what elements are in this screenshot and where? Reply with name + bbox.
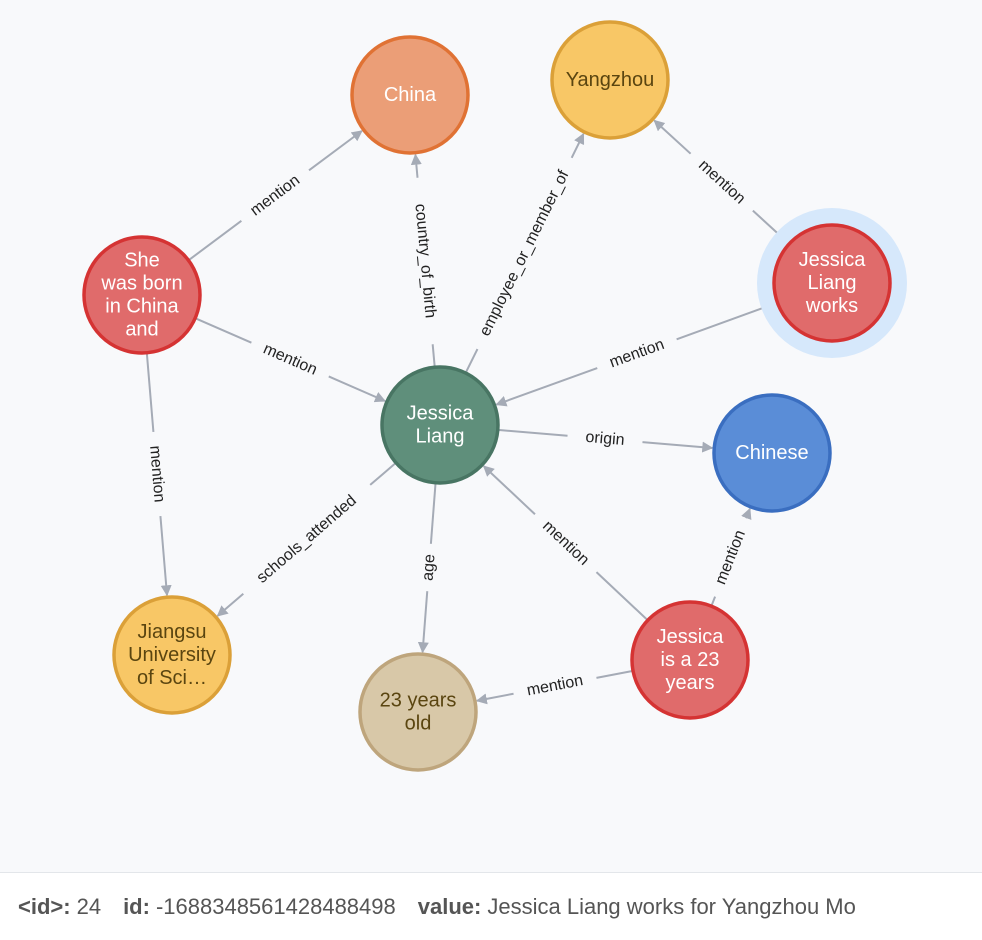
property-key: id: xyxy=(123,893,150,919)
relationship-employee-or-member-of[interactable]: employee_or_member_of xyxy=(464,132,585,374)
relationship-arrow xyxy=(482,465,536,516)
relationship-mention[interactable]: mention xyxy=(495,301,778,407)
relationship-schools-attended[interactable]: schools_attended xyxy=(216,462,397,617)
relationship-label: age xyxy=(420,553,439,581)
relationship-label: employee_or_member_of xyxy=(477,167,573,339)
node-yangzhou[interactable]: Yangzhou xyxy=(550,20,670,140)
relationship-mention[interactable]: mention xyxy=(710,507,752,607)
relationship-line xyxy=(145,352,155,433)
relationship-label: schools_attended xyxy=(254,492,360,587)
relationship-line xyxy=(194,317,252,344)
relationship-label: mention xyxy=(712,528,749,587)
property-value: -1688348561428488498 xyxy=(155,893,396,919)
relationship-arrow xyxy=(495,367,598,407)
relationship-arrow xyxy=(328,375,387,403)
property-key: value: xyxy=(417,893,482,919)
relationship-line xyxy=(369,462,397,486)
relationship-arrow xyxy=(308,130,363,172)
relationship-line xyxy=(596,669,634,679)
node-circle xyxy=(358,652,478,772)
property-key: <id>: xyxy=(18,893,71,919)
graph-svg[interactable]: mention country_of_birth employee_or_membe… xyxy=(0,0,982,872)
relationship-age[interactable]: age xyxy=(417,482,439,654)
graph-canvas[interactable]: mention country_of_birth employee_or_membe… xyxy=(0,0,982,872)
node-circle xyxy=(82,235,202,355)
relationship-label: mention xyxy=(695,157,748,208)
relationship-country-of-birth[interactable]: country_of_birth xyxy=(410,153,439,368)
relationship-line xyxy=(431,344,436,368)
relationship-arrow xyxy=(216,593,244,617)
node-circle xyxy=(350,35,470,155)
relationship-mention[interactable]: mention xyxy=(475,669,634,705)
relationship-arrow xyxy=(475,692,514,705)
relationship-label: country_of_birth xyxy=(411,203,438,319)
relationship-arrow xyxy=(410,153,422,178)
relationship-line xyxy=(595,571,649,622)
relationship-mention[interactable]: mention xyxy=(145,352,172,597)
relationship-arrow xyxy=(642,441,714,453)
property-internal-id: <id>: 24 xyxy=(18,894,101,920)
node-caption: Yangzhou xyxy=(566,69,655,91)
node-circle xyxy=(112,595,232,715)
node-china[interactable]: China xyxy=(350,35,470,155)
relationship-line xyxy=(429,482,437,544)
relationship-label: mention xyxy=(247,172,303,220)
relationship-mention[interactable]: mention xyxy=(194,317,387,403)
relationship-line xyxy=(497,428,568,437)
property-value: 24 xyxy=(76,893,102,919)
relationship-origin[interactable]: origin xyxy=(497,428,714,453)
property-id: id: -1688348561428488498 xyxy=(123,894,396,920)
relationship-label: mention xyxy=(539,517,592,568)
relationship-mention[interactable]: mention xyxy=(653,119,790,245)
node-circle xyxy=(550,20,670,140)
relationship-line xyxy=(676,301,778,341)
relationship-label: mention xyxy=(146,445,168,503)
relationship-arrow xyxy=(741,507,752,521)
relationship-label: origin xyxy=(585,429,625,449)
relationship-line xyxy=(187,220,242,262)
node-circle xyxy=(380,365,500,485)
relationship-arrow xyxy=(653,119,692,155)
property-value: Jessica Liang works for Yangzhou Mo xyxy=(487,893,856,919)
node-properties-bar: <id>: 24 id: -1688348561428488498 value:… xyxy=(0,872,982,940)
node-caption: Chinese xyxy=(735,442,808,464)
relationship-mention[interactable]: mention xyxy=(482,465,649,622)
node-circle xyxy=(630,600,750,720)
relationship-arrow xyxy=(159,515,172,597)
node-caption: China xyxy=(384,84,437,106)
relationship-arrow xyxy=(570,132,585,159)
relationship-label: mention xyxy=(261,340,320,378)
node-chinese[interactable]: Chinese xyxy=(712,393,832,513)
relationship-label: mention xyxy=(525,672,584,699)
relationship-label: mention xyxy=(607,336,666,371)
node-circle xyxy=(712,393,832,513)
relationship-arrow xyxy=(417,591,429,654)
relationship-line xyxy=(464,348,479,374)
property-value-field: value: Jessica Liang works for Yangzhou … xyxy=(418,894,856,920)
node-circle xyxy=(772,223,892,343)
relationship-mention[interactable]: mention xyxy=(187,130,363,262)
